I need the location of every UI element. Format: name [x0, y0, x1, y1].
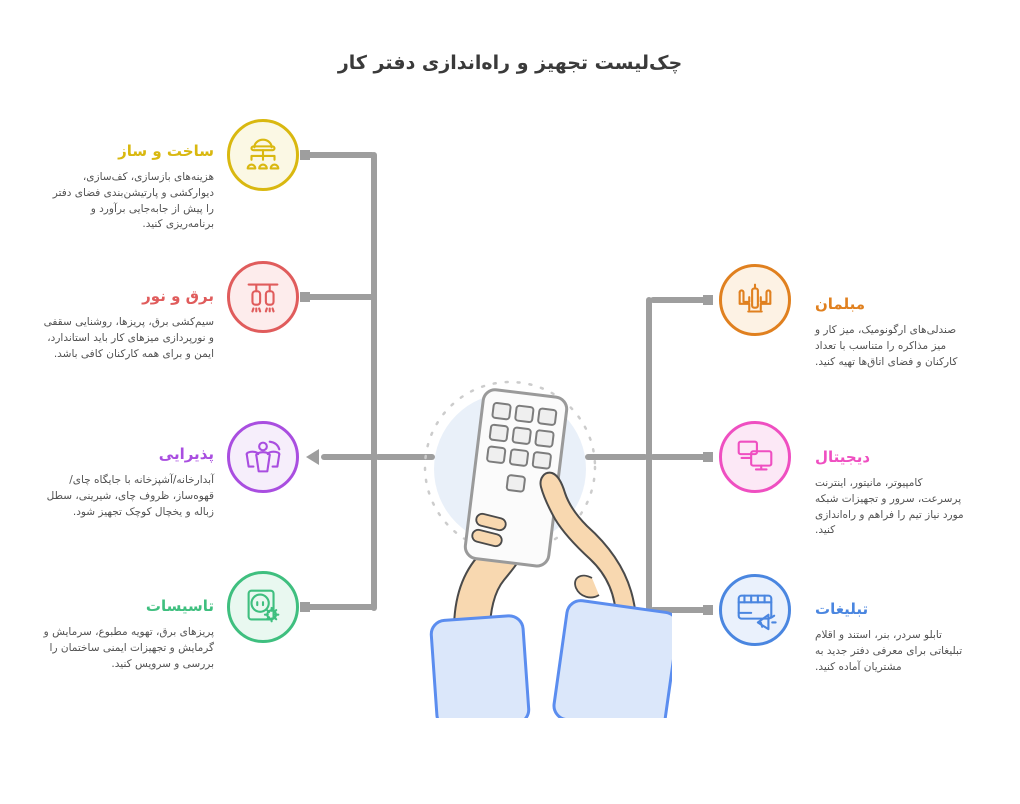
section-digital-heading: دیجیتال — [815, 448, 871, 466]
section-pantry-description: آبدارخانه/آشپزخانه با جایگاه چای/قهوه‌سا… — [46, 474, 214, 518]
connector-left-stub-1 — [303, 152, 375, 158]
connector-left-stub-3 — [321, 454, 375, 460]
section-lighting-heading: برق و نور — [142, 287, 214, 305]
junction-square — [300, 602, 310, 612]
section-utilities-heading: تاسیسات — [145, 597, 214, 615]
junction-square — [703, 452, 713, 462]
section-advertising-heading: تبلیغات — [815, 600, 869, 618]
power-outlet-gear-icon — [247, 589, 280, 623]
utilities-icon-circle — [227, 571, 299, 643]
page-title: چک‌لیست تجهیز و راه‌اندازی دفتر کار — [337, 52, 683, 74]
section-construction-heading: ساخت و ساز — [118, 142, 214, 160]
section-digital-description: کامپیوتر، مانیتور، اینترنت پرسرعت، سرور … — [815, 477, 964, 537]
connector-right-trunk — [646, 297, 652, 613]
computer-monitors-icon — [737, 440, 773, 471]
section-advertising: تبلیغات تابلو سردر، بنر، استند و اقلام ت… — [815, 600, 967, 675]
hardhat-hierarchy-icon — [246, 138, 280, 170]
section-advertising-description: تابلو سردر، بنر، استند و اقلام تبلیغاتی … — [815, 629, 963, 673]
section-construction-description: هزینه‌های بازسازی، کف‌سازی، دیوارکشی و پ… — [52, 171, 214, 231]
section-utilities-description: پریزهای برق، تهویه مطبوع، سرمایش و گرمای… — [43, 626, 214, 670]
pantry-icon-circle — [227, 421, 299, 493]
section-construction: ساخت و ساز هزینه‌های بازسازی، کف‌سازی، د… — [42, 142, 214, 233]
pendant-lights-icon — [247, 283, 279, 313]
junction-square — [300, 292, 310, 302]
left-hand-fingers — [471, 512, 507, 548]
junction-square — [703, 295, 713, 305]
connector-right-stub-2 — [650, 454, 707, 460]
section-furniture: مبلمان صندلی‌های ارگونومیک، میز کار و می… — [815, 295, 967, 370]
right-thumb — [574, 574, 600, 599]
digital-icon-circle — [719, 421, 791, 493]
junction-square — [703, 605, 713, 615]
section-lighting-description: سیم‌کشی برق، پریزها، روشنایی سقفی و نورپ… — [43, 316, 214, 360]
construction-icon-circle — [227, 119, 299, 191]
connector-left-to-center — [375, 454, 435, 460]
connector-right-stub-3 — [650, 607, 707, 613]
tea-cups-icon — [245, 440, 281, 473]
connector-left-stub-4 — [303, 604, 375, 610]
section-furniture-description: صندلی‌های ارگونومیک، میز کار و میز مذاکر… — [815, 324, 958, 368]
section-lighting: برق و نور سیم‌کشی برق، پریزها، روشنایی س… — [42, 287, 214, 362]
section-digital: دیجیتال کامپیوتر، مانیتور، اینترنت پرسرع… — [815, 448, 967, 539]
section-pantry: پذیرایی آبدارخانه/آشپزخانه با جایگاه چای… — [42, 445, 214, 520]
furniture-icon-circle — [719, 264, 791, 336]
meeting-chairs-icon — [738, 283, 772, 313]
junction-square — [300, 150, 310, 160]
connector-left-trunk — [371, 152, 377, 611]
lighting-icon-circle — [227, 261, 299, 333]
advertising-icon-circle — [719, 574, 791, 646]
connector-right-to-center — [585, 454, 648, 460]
section-furniture-heading: مبلمان — [815, 295, 866, 313]
hands-holding-phone-illustration — [423, 380, 672, 718]
right-sleeve-cuff — [552, 599, 672, 718]
connector-right-stub-1 — [650, 297, 707, 303]
arrowhead-left-icon — [306, 449, 319, 465]
section-utilities: تاسیسات پریزهای برق، تهویه مطبوع، سرمایش… — [42, 597, 214, 672]
billboard-megaphone-icon — [737, 594, 777, 631]
section-pantry-heading: پذیرایی — [158, 445, 214, 463]
connector-left-stub-2 — [303, 294, 375, 300]
left-sleeve-cuff — [429, 614, 531, 718]
phone-keypad — [486, 401, 558, 493]
